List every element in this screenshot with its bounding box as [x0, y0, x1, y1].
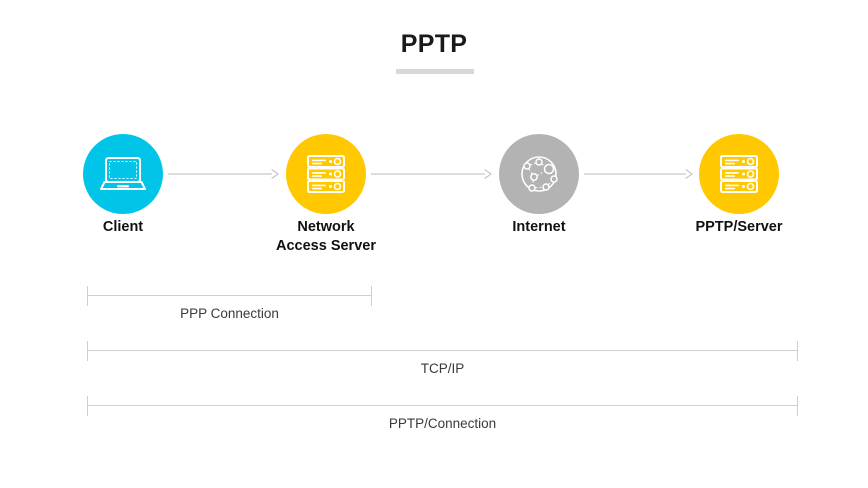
span-pptp-label: PPTP/Connection — [388, 416, 497, 431]
internet-circle — [499, 134, 579, 214]
node-internet[interactable]: Internet — [499, 134, 579, 235]
arrow-client-to-nas — [168, 168, 280, 180]
title-underline-rule — [396, 69, 474, 74]
span-tcp-tick-end — [797, 341, 798, 361]
span-tcp-tick-start — [87, 341, 88, 361]
node-client-label: Client — [102, 219, 144, 235]
node-client[interactable]: Client — [83, 134, 163, 235]
span-ppp-rule — [87, 295, 372, 296]
span-ppp-tick-end — [371, 286, 372, 306]
node-internet-label: Internet — [512, 219, 566, 235]
span-pptp-tick-end — [797, 396, 798, 416]
node-pptp-server[interactable]: PPTP/Server — [695, 134, 783, 235]
nas-circle — [286, 134, 366, 214]
laptop-icon — [83, 134, 163, 214]
arrow-internet-to-server — [584, 168, 694, 180]
node-pptp-server-label: PPTP/Server — [695, 219, 783, 235]
client-circle — [83, 134, 163, 214]
page-title: PPTP — [400, 30, 468, 58]
span-tcp-label: TCP/IP — [420, 361, 465, 376]
span-pptp-tick-start — [87, 396, 88, 416]
server-rack-icon — [286, 134, 366, 214]
pptp-server-circle — [699, 134, 779, 214]
node-network-access-server[interactable]: Network Access Server — [276, 134, 376, 254]
arrow-nas-to-internet — [371, 168, 493, 180]
span-ppp-label: PPP Connection — [180, 306, 279, 321]
network-globe-icon — [499, 134, 579, 214]
span-ppp-tick-start — [87, 286, 88, 306]
server-rack-icon — [699, 134, 779, 214]
span-tcp-rule — [87, 350, 798, 351]
node-network-access-server-label: Network Access Server — [276, 219, 376, 254]
span-pptp-rule — [87, 405, 798, 406]
